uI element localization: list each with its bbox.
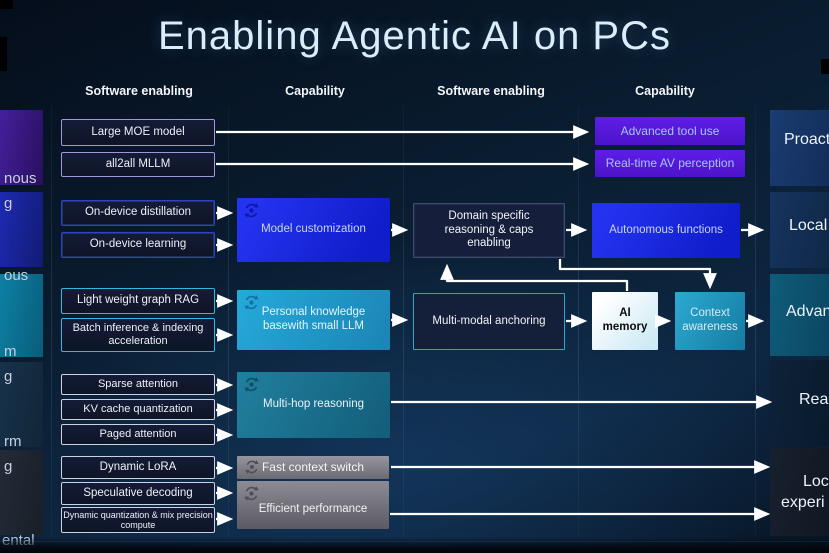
box-dynamic-lora: Dynamic LoRA <box>61 456 215 479</box>
sync-gear-icon <box>244 377 259 392</box>
column-divider <box>755 106 756 538</box>
box-real-time-av-perception: Real-time AV perception <box>595 150 745 177</box>
left-category-panel-5 <box>0 450 43 535</box>
column-divider <box>228 106 229 538</box>
right-outcome-label-4: Rea <box>799 391 829 408</box>
left-category-panel-2 <box>0 192 43 267</box>
right-outcome-label-1: Proact <box>784 131 829 148</box>
sync-gear-icon <box>244 295 259 310</box>
column-divider <box>403 106 404 538</box>
right-outcome-panel-5 <box>770 448 829 536</box>
box-speculative-decoding: Speculative decoding <box>61 482 215 505</box>
box-all2all-mllm: all2all MLLM <box>61 152 215 177</box>
box-domain-specific-reasoning: Domain specific reasoning & caps enablin… <box>413 203 565 258</box>
right-outcome-panel-3 <box>770 274 829 356</box>
column-header-software-enabling-2: Software enabling <box>437 84 545 98</box>
box-personal-knowledge-base: Personal knowledge basewith small LLM <box>237 290 390 350</box>
box-autonomous-functions: Autonomous functions <box>592 203 740 258</box>
left-category-label-2: ous <box>4 267 29 284</box>
box-multi-hop-reasoning: Multi-hop reasoning <box>237 372 390 438</box>
box-ai-memory: AI memory <box>592 292 658 350</box>
box-batch-inference-indexing: Batch inference & indexing acceleration <box>61 318 215 352</box>
sync-gear-icon <box>245 459 259 475</box>
video-artifact <box>821 59 829 74</box>
column-divider <box>578 106 579 538</box>
box-multi-modal-anchoring: Multi-modal anchoring <box>413 293 565 350</box>
box-efficient-performance: Efficient performance <box>237 481 389 529</box>
box-on-device-learning: On-device learning <box>61 232 215 258</box>
right-outcome-panel-4 <box>770 360 829 446</box>
right-outcome-panel-2 <box>770 192 829 268</box>
sync-gear-icon <box>244 486 259 501</box>
right-outcome-label-5-line2: experi <box>781 494 825 511</box>
left-category-panel-3 <box>0 274 43 357</box>
box-light-weight-graph-rag: Light weight graph RAG <box>61 288 215 314</box>
left-category-panel-1 <box>0 110 43 185</box>
column-header-capability-2: Capability <box>635 84 695 98</box>
column-header-capability-1: Capability <box>285 84 345 98</box>
video-artifact <box>0 0 13 9</box>
right-outcome-label-3: Advan <box>786 303 829 320</box>
box-paged-attention: Paged attention <box>61 424 215 445</box>
sync-gear-icon <box>244 203 259 218</box>
video-artifact <box>0 37 7 71</box>
bottom-vignette <box>0 537 829 553</box>
box-advanced-tool-use: Advanced tool use <box>595 117 745 145</box>
box-on-device-distillation: On-device distillation <box>61 200 215 226</box>
column-divider <box>51 106 52 538</box>
left-category-panel-4 <box>0 362 43 447</box>
box-sparse-attention: Sparse attention <box>61 374 215 395</box>
box-kv-cache-quantization: KV cache quantization <box>61 399 215 420</box>
box-dynamic-quantization: Dynamic quantization & mix precision com… <box>61 507 215 533</box>
box-fast-context-switch: Fast context switch <box>237 456 389 479</box>
box-context-awareness: Context awareness <box>675 292 745 350</box>
box-model-customization: Model customization <box>237 198 390 262</box>
right-outcome-label-5: Loc <box>803 473 829 490</box>
column-header-software-enabling-1: Software enabling <box>85 84 193 98</box>
page-title: Enabling Agentic AI on PCs <box>158 14 671 58</box>
right-outcome-panel-1 <box>770 110 829 186</box>
right-outcome-label-2: Local <box>789 217 828 234</box>
box-large-moe-model: Large MOE model <box>61 119 215 146</box>
